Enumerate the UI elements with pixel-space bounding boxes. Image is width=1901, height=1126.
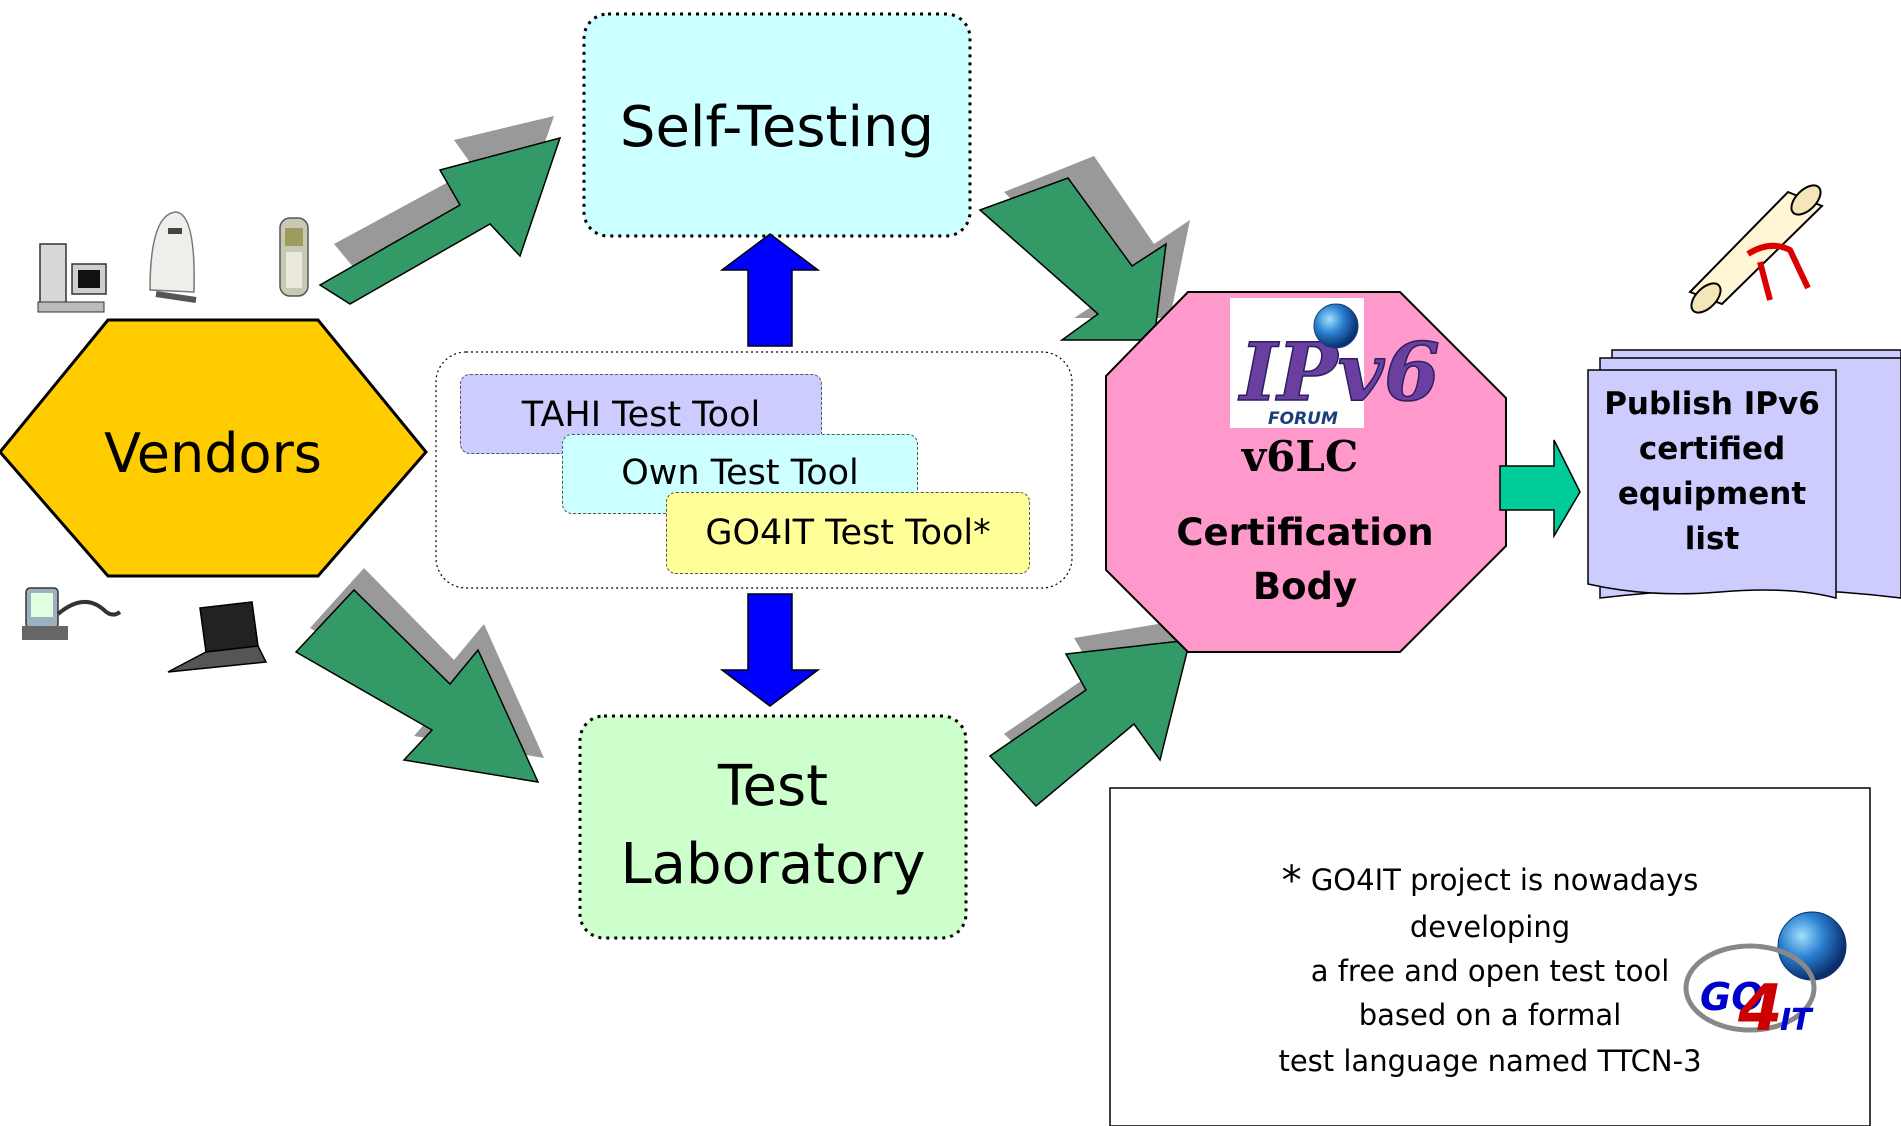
- note-line-3: a free and open test tool: [1310, 954, 1670, 988]
- ipv6-logo-forum: FORUM: [1268, 409, 1338, 429]
- publish-line-3: equipment: [1617, 476, 1807, 512]
- self-testing-box: [582, 12, 972, 238]
- test-laboratory-label: Test Laboratory: [580, 748, 966, 904]
- publish-label: Publish IPv6 certified equipment list: [1588, 382, 1836, 562]
- certification-octagon: [1105, 291, 1507, 653]
- note-line-1: GO4IT project is nowadays: [1310, 863, 1699, 897]
- self-testing-label: Self-Testing: [619, 94, 935, 160]
- certification-line-1: Certification: [1176, 511, 1434, 554]
- vendors-label: Vendors: [104, 421, 322, 485]
- blue-arrow-up: [719, 233, 821, 347]
- laptop-icon: [167, 601, 268, 673]
- svg-text:4: 4: [1737, 972, 1783, 1046]
- mobile-phone-icon: [279, 217, 309, 297]
- blue-arrow-down: [719, 593, 821, 707]
- note-line-5: test language named TTCN-3: [1278, 1044, 1702, 1078]
- arrow-vendors-to-self-testing: [318, 116, 562, 305]
- modem-icon: [149, 211, 197, 303]
- certification-line-2: Body: [1252, 565, 1358, 608]
- certification-name: v6LC: [1241, 432, 1359, 481]
- desktop-computer-icon: [37, 243, 107, 313]
- publish-line-1: Publish IPv6: [1604, 386, 1820, 422]
- arrow-vendors-to-test-lab: [294, 568, 544, 783]
- test-lab-line-1: Test: [717, 754, 829, 819]
- go4it-logo: GO 4 IT: [1683, 911, 1847, 1046]
- test-lab-line-2: Laboratory: [620, 832, 926, 897]
- ipv6-forum-logo: IPv6 FORUM: [1230, 298, 1440, 429]
- certification-subtitle: Certification Body: [1140, 506, 1470, 614]
- note-line-4: based on a formal: [1358, 998, 1622, 1032]
- svg-text:GO: GO: [1700, 975, 1764, 1019]
- test-laboratory-box: [578, 714, 968, 940]
- certificate-scroll-icon: [1688, 184, 1824, 314]
- publish-line-4: list: [1684, 521, 1740, 557]
- note-box: [1109, 787, 1871, 1126]
- note-line-2: developing: [1409, 910, 1571, 944]
- vendors-hexagon: [0, 318, 428, 578]
- svg-text:IT: IT: [1780, 1003, 1814, 1038]
- pda-icon: [22, 587, 122, 640]
- publish-line-2: certified: [1638, 431, 1786, 467]
- arrow-test-lab-to-certification: [988, 618, 1194, 808]
- arrow-self-testing-to-certification: [978, 156, 1190, 341]
- go4it-test-tool: GO4IT Test Tool*: [666, 492, 1030, 574]
- publish-document-stack: [1587, 349, 1901, 599]
- note-asterisk: *: [1281, 858, 1302, 904]
- teal-arrow: [1499, 439, 1581, 539]
